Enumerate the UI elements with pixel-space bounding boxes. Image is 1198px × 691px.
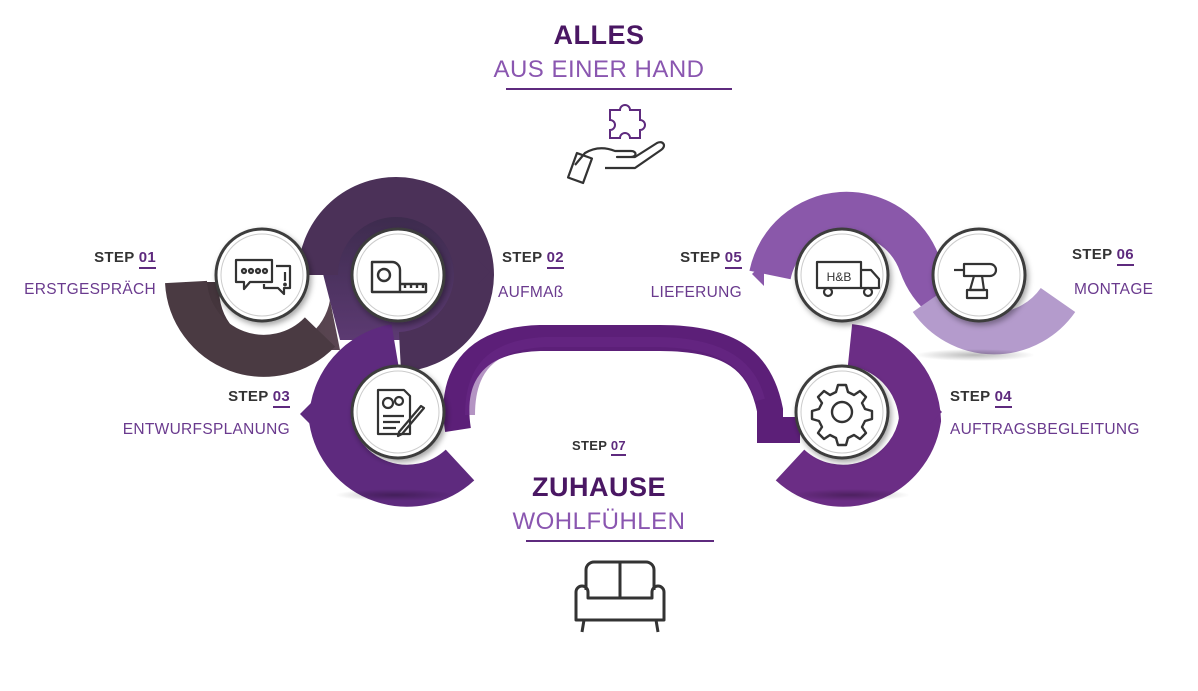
tape-measure-icon <box>370 260 428 294</box>
circle-step-05 <box>794 227 890 323</box>
chat-icon <box>234 258 292 296</box>
step-02-prefix: STEP <box>502 249 543 266</box>
step-05-prefix: STEP <box>680 249 721 266</box>
step-01-prefix: STEP <box>94 249 135 266</box>
step-06-number: 06 <box>1116 246 1134 266</box>
footer-underline <box>526 540 714 542</box>
step-01-heading: STEP 01 <box>60 249 156 269</box>
band-step-04-arc <box>775 324 942 507</box>
step-04-heading: STEP 04 <box>950 388 1012 408</box>
step-06-prefix: STEP <box>1072 246 1113 263</box>
arrow-step-04 <box>930 400 942 424</box>
step-02-heading: STEP 02 <box>502 249 564 269</box>
truck-label: H&B <box>827 270 852 284</box>
shadow-top-right <box>915 349 1035 361</box>
arrow-step-05 <box>752 262 764 286</box>
band-step-03-arc <box>308 324 475 507</box>
step-05-label: LIEFERUNG <box>650 284 742 301</box>
band-step-06-arc <box>912 287 1076 355</box>
circle-step-01 <box>214 227 310 323</box>
header-subtitle: AUS EINER HAND <box>493 56 705 83</box>
footer-subtitle: WOHLFÜHLEN <box>512 508 686 535</box>
shadow-left <box>335 489 455 501</box>
band-step-02-arc <box>298 177 495 372</box>
step-02-label: AUFMAß <box>498 284 564 301</box>
step-07-heading: STEP 07 <box>559 438 639 456</box>
circle-step-02 <box>350 227 446 323</box>
step-03-label: ENTWURFSPLANUNG <box>122 421 290 438</box>
header-underline <box>506 88 732 90</box>
document-gear-icon <box>376 388 426 438</box>
step-04-label: AUFTRAGSBEGLEITUNG <box>950 421 1140 438</box>
step-05-number: 05 <box>724 249 742 269</box>
step-07-number: 07 <box>610 438 626 456</box>
step-02-number: 02 <box>546 249 564 269</box>
step-06-label: MONTAGE <box>1074 281 1154 298</box>
step-03-heading: STEP 03 <box>150 388 290 408</box>
step-04-number: 04 <box>994 388 1012 408</box>
gear-icon <box>810 383 874 447</box>
band-step-01-arc <box>165 280 336 377</box>
footer-title: ZUHAUSE <box>531 472 666 502</box>
step-03-prefix: STEP <box>228 388 269 405</box>
band-step-05-arc <box>749 191 959 317</box>
step-04-prefix: STEP <box>950 388 991 405</box>
step-03-number: 03 <box>272 388 290 408</box>
step-06-heading: STEP 06 <box>1072 246 1134 266</box>
truck-icon: H&B <box>815 260 881 298</box>
arrow-step-02 <box>478 260 490 284</box>
arrow-step-03 <box>300 402 312 426</box>
puzzle-icon <box>609 104 646 139</box>
header-title: ALLES <box>553 20 645 50</box>
drill-icon <box>954 262 998 300</box>
circle-step-03 <box>350 364 446 460</box>
step-01-number: 01 <box>138 249 156 269</box>
step-01-label: ERSTGESPRÄCH <box>24 281 156 298</box>
shadow-right <box>790 489 910 501</box>
step-05-heading: STEP 05 <box>600 249 742 269</box>
step-07-prefix: STEP <box>572 438 607 453</box>
hand-puzzle-icon <box>566 141 666 185</box>
bridge-band-top <box>465 337 765 416</box>
sofa-icon <box>574 560 666 633</box>
